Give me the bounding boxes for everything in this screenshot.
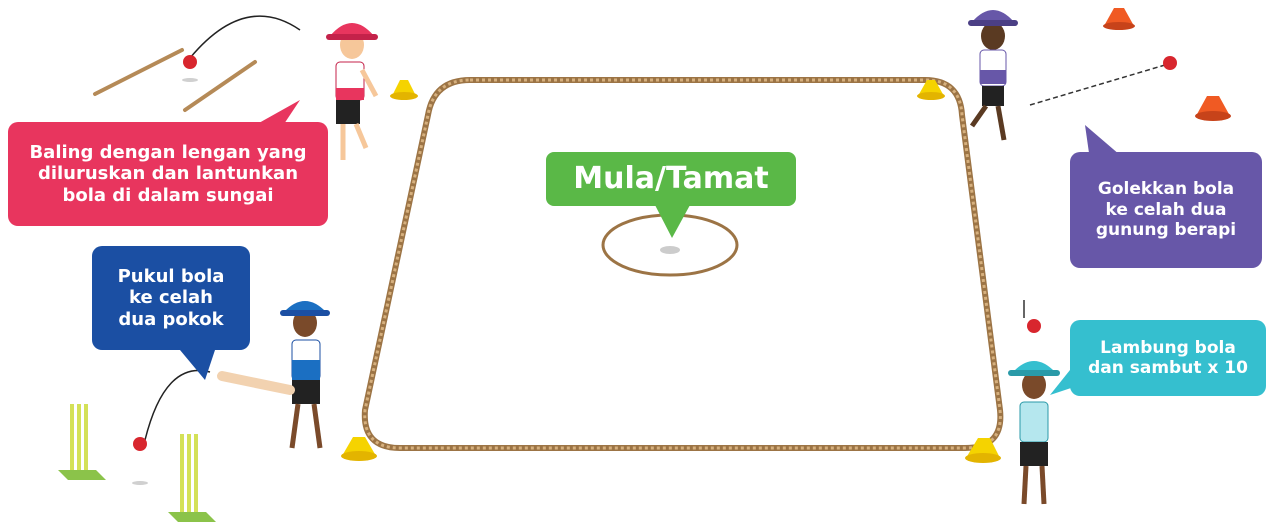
volcano-cone [1103,8,1135,30]
cricket-bat [217,371,295,395]
player-catcher [1008,361,1060,505]
stumps [168,434,216,522]
station-callout-throw: Baling dengan lengan yang diluruskan dan… [8,122,328,226]
station-throw-text: Baling dengan lengan yang diluruskan dan… [29,141,307,206]
start-marker [660,246,680,254]
station-catch-text: Lambung bola dan sambut x 10 [1088,337,1248,378]
cone [341,437,377,461]
station-callout-catch: Lambung bola dan sambut x 10 [1070,320,1266,396]
rope-course [361,77,1004,451]
player-thrower [326,23,379,160]
station-hit-text: Pukul bola ke celah dua pokok [117,265,225,330]
cone [917,80,945,100]
ball [1163,56,1177,70]
player-batter [217,301,330,449]
river-ropes [93,48,257,112]
station-roll-text: Golekkan bola ke celah dua gunung berapi [1095,179,1237,241]
cone [965,438,1001,463]
cone [390,80,418,100]
start-finish-label: Mula/Tamat [546,152,796,206]
player-roller [968,10,1018,141]
ball [1027,319,1041,333]
stumps [58,404,106,480]
start-finish-text: Mula/Tamat [573,161,769,196]
station-callout-roll: Golekkan bola ke celah dua gunung berapi [1070,152,1262,268]
ball [183,55,197,69]
ball [133,437,147,451]
ball-trajectory [1029,64,1166,106]
ball-trajectory [189,15,301,59]
volcano-cone [1195,96,1231,121]
ball-trajectory [144,369,211,441]
station-callout-hit: Pukul bola ke celah dua pokok [92,246,250,350]
